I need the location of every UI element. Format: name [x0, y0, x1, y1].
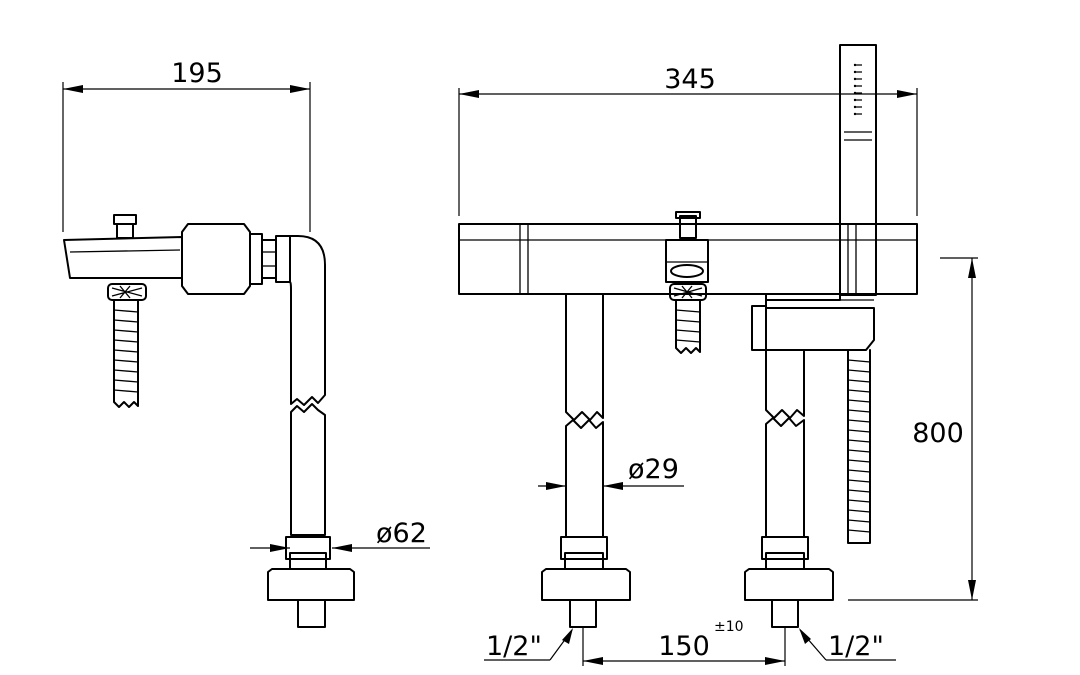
front-hose-connector [669, 283, 707, 354]
front-shower-hose [847, 349, 871, 544]
front-shower-holder [751, 293, 875, 351]
base-diameter-label: ø62 [376, 518, 427, 549]
front-left-leg [541, 293, 631, 628]
thread-right-label: 1/2" [828, 631, 884, 662]
dim-inlet-diameter: ø29 [538, 454, 684, 490]
front-view: 345 800 ø29 150 ±10 [458, 44, 978, 666]
side-riser-pipe [289, 235, 326, 406]
side-diverter-knob [113, 214, 137, 239]
side-nut [249, 233, 291, 285]
front-width-label: 345 [664, 64, 716, 95]
dim-base-diameter: ø62 [250, 518, 430, 552]
centers-label: 150 [658, 631, 710, 662]
centers-tolerance-label: ±10 [714, 619, 744, 635]
side-base [267, 536, 355, 628]
side-hose [107, 283, 147, 408]
side-spout [63, 236, 183, 279]
thread-left-label: 1/2" [486, 631, 542, 662]
dim-centers: 150 ±10 [582, 619, 786, 666]
thread-callout-right: 1/2" [799, 628, 896, 662]
front-right-leg [744, 297, 834, 628]
dim-height: 800 [848, 257, 978, 601]
height-label: 800 [912, 418, 964, 449]
side-mixer-body [181, 223, 251, 295]
front-hand-shower [839, 44, 877, 296]
side-view: 195 ø62 [62, 58, 430, 628]
side-width-label: 195 [171, 58, 223, 89]
thread-callout-left: 1/2" [484, 628, 573, 662]
dim-side-width: 195 [62, 58, 311, 232]
dim-front-width: 345 [458, 64, 918, 216]
inlet-diameter-label: ø29 [628, 454, 679, 485]
front-diverter [665, 211, 709, 283]
